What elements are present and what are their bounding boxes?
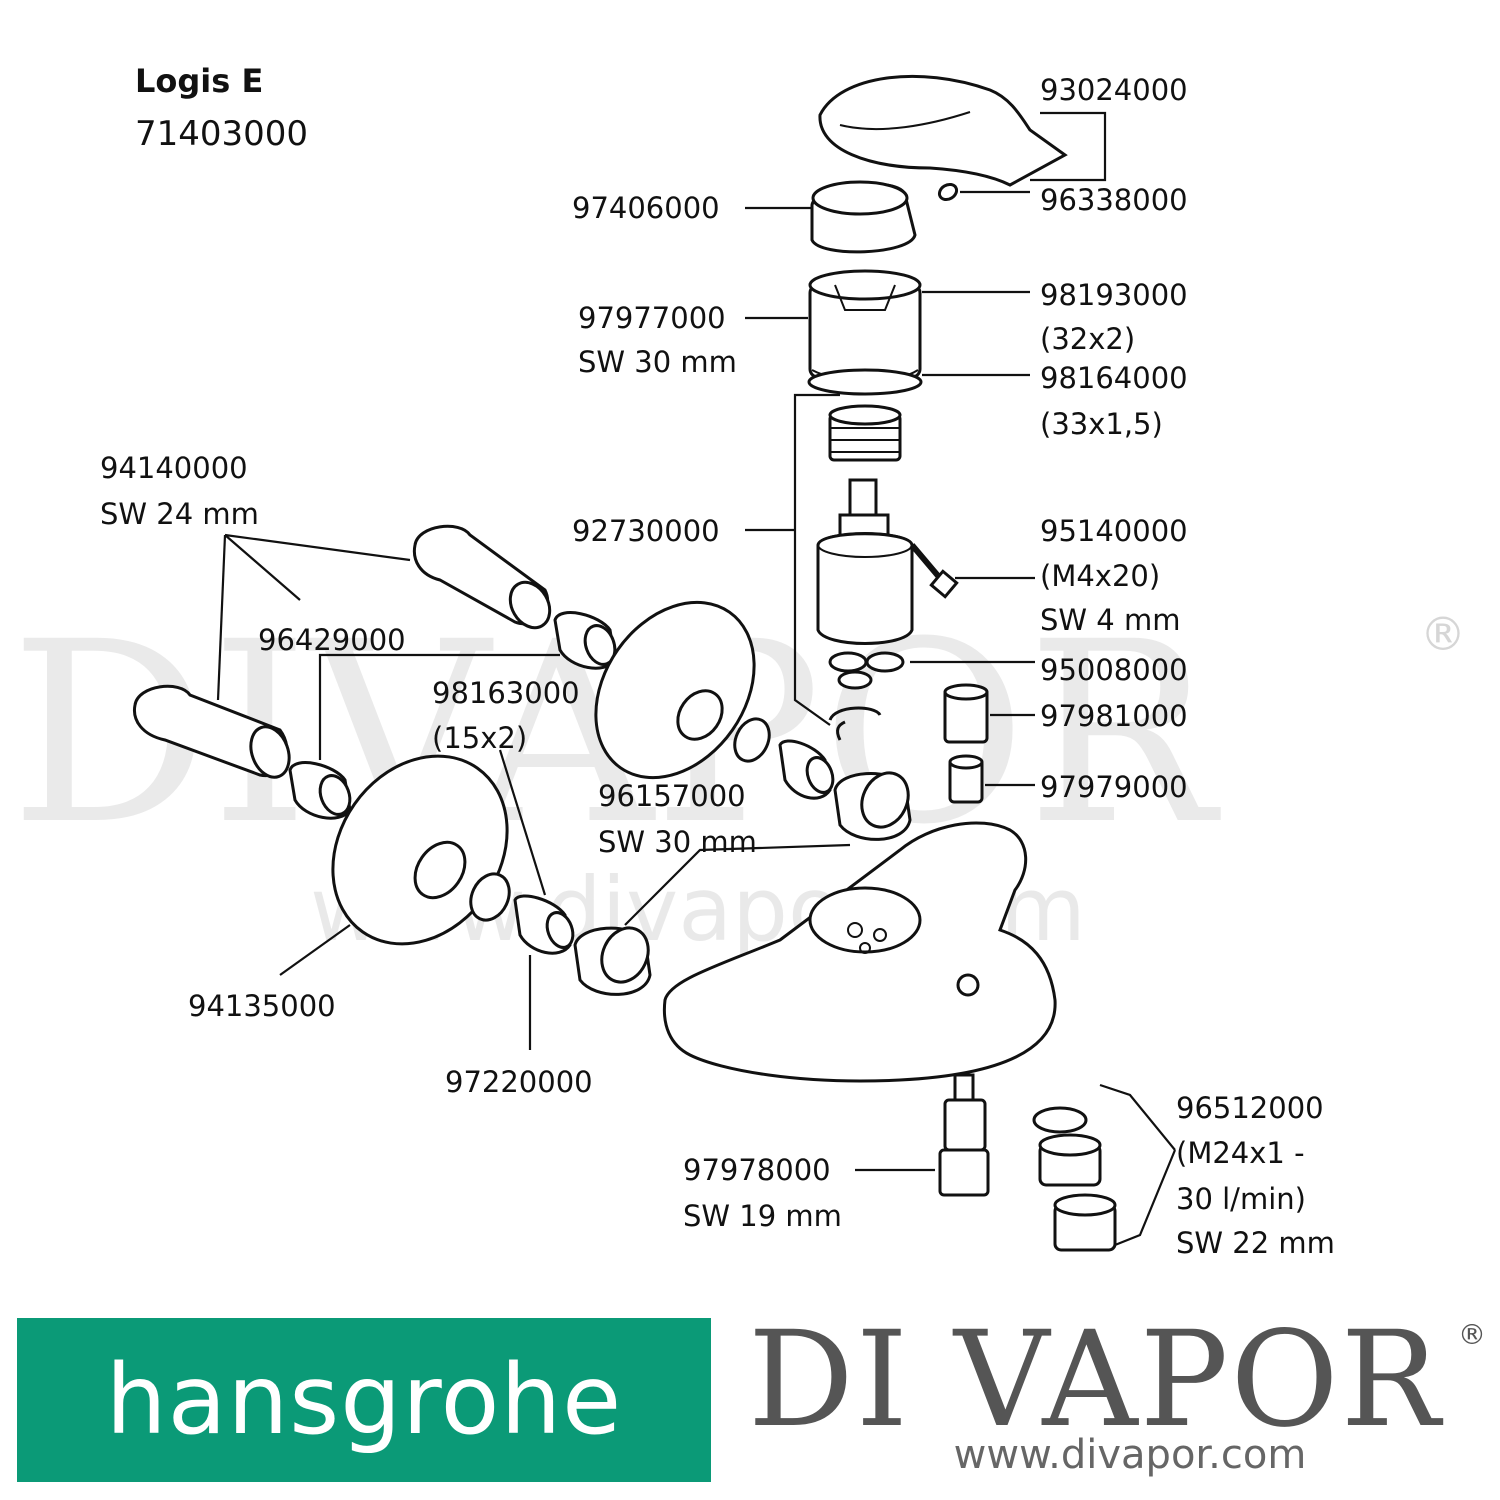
part-handle-lever [818, 74, 1068, 187]
label-98163000: 98163000 [432, 676, 580, 710]
product-name: Logis E [135, 62, 263, 100]
label-98164000: 98164000 [1040, 361, 1188, 395]
label-97981000: 97981000 [1040, 699, 1188, 733]
label-96512000-sw: SW 22 mm [1176, 1226, 1335, 1260]
part-seal-set [828, 651, 905, 690]
label-95008000: 95008000 [1040, 653, 1188, 687]
label-98164000-dim: (33x1,5) [1040, 407, 1163, 441]
label-94140000: 94140000 [100, 451, 248, 485]
label-97979000: 97979000 [1040, 770, 1188, 804]
label-92730000: 92730000 [572, 514, 720, 548]
label-98193000-dim: (32x2) [1040, 322, 1135, 356]
part-adapter-upper [778, 739, 835, 800]
part-o-ring-15x2-lower [469, 872, 511, 922]
part-s-union-upper [412, 524, 552, 630]
label-98163000-dim: (15x2) [432, 721, 527, 755]
label-97220000: 97220000 [445, 1065, 593, 1099]
part-diverter [938, 1073, 990, 1197]
part-insert-97981000 [943, 683, 989, 744]
label-96512000: 96512000 [1176, 1091, 1324, 1125]
label-96512000-dim1: (M24x1 - [1176, 1136, 1305, 1170]
label-97978000-sw: SW 19 mm [683, 1199, 842, 1233]
part-clip [828, 706, 882, 741]
part-labels: 93024000 96338000 97406000 97977000 SW 3… [100, 73, 1335, 1260]
label-97406000: 97406000 [572, 191, 720, 225]
part-cartridge [816, 478, 914, 645]
part-insert-97979000 [948, 754, 984, 804]
part-cover-flange-lower [331, 754, 509, 946]
label-96512000-dim2: 30 l/min) [1176, 1182, 1306, 1216]
model-number: 71403000 [135, 114, 308, 154]
label-97978000: 97978000 [683, 1153, 831, 1187]
label-94135000: 94135000 [188, 989, 336, 1023]
label-98193000: 98193000 [1040, 278, 1188, 312]
part-cover-flange-upper [594, 600, 756, 780]
label-95140000: 95140000 [1040, 514, 1188, 548]
part-adapter-lower [513, 894, 575, 955]
label-97977000-sw: SW 30 mm [578, 345, 737, 379]
part-union-nut-lower [573, 926, 652, 996]
part-washer-upper [553, 611, 617, 670]
part-threaded-sleeve [828, 404, 902, 462]
part-mixer-body [662, 821, 1057, 1083]
label-95140000-dim: (M4x20) [1040, 559, 1160, 593]
label-96338000: 96338000 [1040, 183, 1188, 217]
label-93024000: 93024000 [1040, 73, 1188, 107]
part-o-ring-33x1-5 [807, 368, 923, 396]
hansgrohe-logo: hansgrohe [17, 1318, 711, 1482]
part-s-union-lower [132, 684, 291, 779]
label-96157000-sw: SW 30 mm [598, 825, 757, 859]
part-retaining-nut [808, 269, 922, 383]
divapor-url: www.divapor.com [953, 1432, 1307, 1478]
label-94140000-sw: SW 24 mm [100, 497, 259, 531]
part-union-nut-upper [833, 771, 912, 841]
label-95140000-sw: SW 4 mm [1040, 603, 1180, 637]
hansgrohe-logo-text: hansgrohe [105, 1344, 623, 1456]
part-o-ring-15x2-upper [733, 717, 771, 763]
leader-lines [216, 111, 1177, 1247]
part-cover-cap [810, 180, 917, 254]
part-fixing-screw [909, 543, 959, 599]
watermark-registered: ® [1420, 607, 1466, 661]
label-96157000: 96157000 [598, 779, 746, 813]
label-97977000: 97977000 [578, 301, 726, 335]
part-aerator [1032, 1106, 1117, 1252]
divapor-brand-logo: DI VAPOR [748, 1303, 1443, 1457]
part-grub-screw [937, 182, 959, 202]
divapor-registered-mark: ® [1458, 1318, 1486, 1351]
label-96429000: 96429000 [258, 623, 406, 657]
